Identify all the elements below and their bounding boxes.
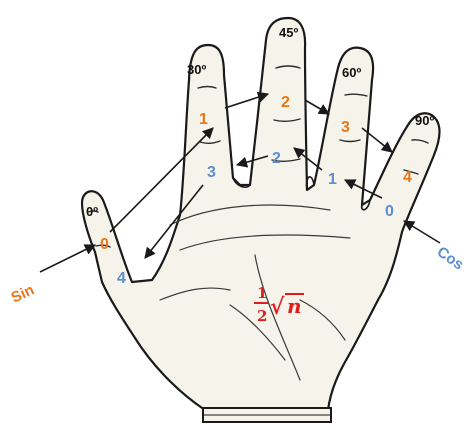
sin-values: 0 1 2 3 4 — [100, 94, 412, 253]
sin-value-ring: 3 — [341, 119, 350, 136]
formula-radical-sign: √ — [270, 294, 285, 320]
sin-arrows — [39, 91, 393, 273]
angle-label-middle: 45º — [279, 25, 298, 40]
finger-gap-index-middle — [232, 177, 251, 188]
arrow-cos-2-to-3 — [235, 155, 269, 168]
wrist-band — [202, 407, 332, 423]
arrow-cos-1-to-2 — [293, 147, 323, 171]
cos-value-thumb: 4 — [117, 270, 126, 287]
arrow-cos-3-to-4 — [144, 184, 204, 259]
formula-variable: n — [287, 294, 302, 318]
arrow-sin-3-to-4 — [361, 127, 393, 153]
arrow-cos-0-to-1 — [343, 179, 383, 199]
palm-lines — [159, 204, 351, 381]
knuckle-creases — [87, 65, 429, 248]
cos-value-middle: 2 — [272, 150, 281, 167]
arrow-sin-label-to-thumb — [39, 244, 97, 273]
sin-label: Sin — [9, 281, 37, 306]
angle-label-thumb: 0º — [86, 204, 98, 219]
cos-value-ring: 1 — [328, 171, 337, 188]
sin-value-middle: 2 — [281, 94, 290, 111]
sin-value-pinky: 4 — [403, 169, 412, 186]
finger-gap-middle-ring — [305, 176, 315, 191]
formula-numerator: 1 — [257, 284, 267, 302]
cos-value-index: 3 — [207, 164, 216, 181]
hand-silhouette — [80, 16, 441, 412]
angle-labels: 0º 30º 45º 60º 90º — [86, 25, 434, 219]
cos-values: 0 1 2 3 4 — [117, 150, 394, 287]
arrow-sin-0-to-1 — [109, 127, 214, 233]
angle-label-pinky: 90º — [415, 113, 434, 128]
hand-outline — [80, 16, 441, 423]
finger-gap-ring-pinky — [360, 199, 371, 211]
arrow-cos-label-to-pinky — [403, 220, 441, 244]
angle-label-ring: 60º — [342, 65, 361, 80]
angle-label-index: 30º — [187, 62, 206, 77]
arrow-sin-2-to-3 — [304, 99, 330, 115]
arrow-sin-1-to-2 — [224, 91, 270, 109]
formula-half-root-n: 1 2 √ n — [254, 284, 304, 325]
cos-value-pinky: 0 — [385, 203, 394, 220]
sin-value-index: 1 — [199, 111, 208, 128]
cos-label: Cos — [434, 243, 467, 273]
cos-arrows — [144, 147, 441, 259]
sin-value-thumb: 0 — [100, 236, 109, 253]
formula-denominator: 2 — [257, 307, 267, 325]
